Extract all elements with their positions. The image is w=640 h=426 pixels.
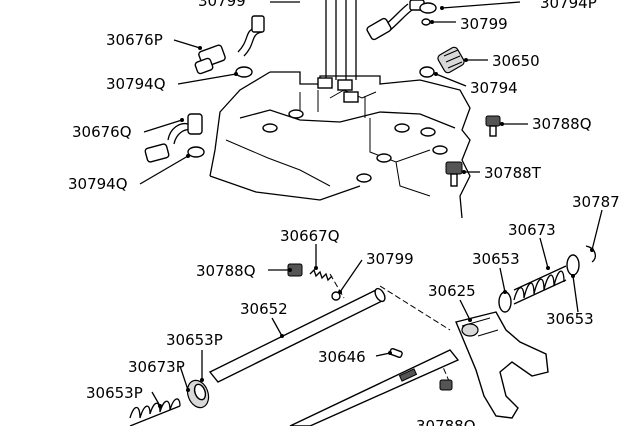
callout-c11: 30788T [484, 164, 542, 182]
sensor-30676p [194, 15, 265, 75]
bolt-30788q-upper [485, 115, 501, 137]
callout-c3: 30676P [106, 31, 163, 49]
leader-lines [139, 1, 603, 408]
spring-30673p [129, 398, 181, 426]
callout-c24: 30653P [86, 384, 143, 402]
callout-c17: 30653 [472, 250, 520, 268]
callout-c20: 30653 [546, 310, 594, 328]
washer-30653-right [566, 254, 580, 276]
callout-c12: 30787 [572, 193, 620, 211]
callout-c16: 30799 [366, 250, 414, 268]
washer-30794 [419, 66, 435, 78]
guide-line-2 [379, 285, 451, 331]
callout-c10: 30794Q [68, 175, 128, 193]
callout-c21: 30653P [166, 331, 223, 349]
callout-c15: 30788Q [196, 262, 256, 280]
bolt-30788t [445, 161, 463, 187]
shift-fork-30625 [455, 311, 549, 419]
callout-c9: 30788Q [532, 115, 592, 133]
washer-30794q-top [235, 66, 253, 78]
shaft-30652 [208, 287, 386, 383]
callout-c18: 30625 [428, 282, 476, 300]
plug-30650 [437, 46, 465, 74]
shaft-lower [289, 349, 460, 426]
sensor-30676q [144, 113, 203, 163]
spring-30667q [309, 268, 333, 282]
guide-line-1 [329, 273, 345, 299]
bolt-30788q-bottom [439, 379, 453, 391]
pin-30646 [389, 347, 403, 359]
callout-c22: 30646 [318, 348, 366, 366]
callout-c2: 30794P [540, 0, 597, 12]
collar-30653p [186, 379, 210, 409]
callout-c4: 30799 [460, 15, 508, 33]
ball-30799-lower [331, 291, 341, 301]
callout-labels: 30799 30794P 30676P 30799 30650 30794Q 3… [68, 0, 620, 426]
callout-c14: 30673 [508, 221, 556, 239]
washer-30653-left [498, 291, 512, 313]
callout-c7: 30794 [470, 79, 518, 97]
clip-30787 [585, 245, 597, 263]
sensor-30676p-right [366, 0, 425, 41]
callout-c19: 30652 [240, 300, 288, 318]
spring-30673 [513, 265, 567, 305]
callout-c8: 30676Q [72, 123, 132, 141]
transmission-case-outline [209, 0, 471, 219]
ball-30799-top [421, 18, 431, 26]
callout-c23: 30673P [128, 358, 185, 376]
callout-c25: 30788Q [416, 417, 476, 426]
callout-c1: 30799 [198, 0, 246, 10]
washer-30794p [419, 2, 437, 14]
callout-c5: 30650 [492, 52, 540, 70]
callout-c6: 30794Q [106, 75, 166, 93]
washer-30794q [187, 146, 205, 158]
callout-c13: 30667Q [280, 227, 340, 245]
